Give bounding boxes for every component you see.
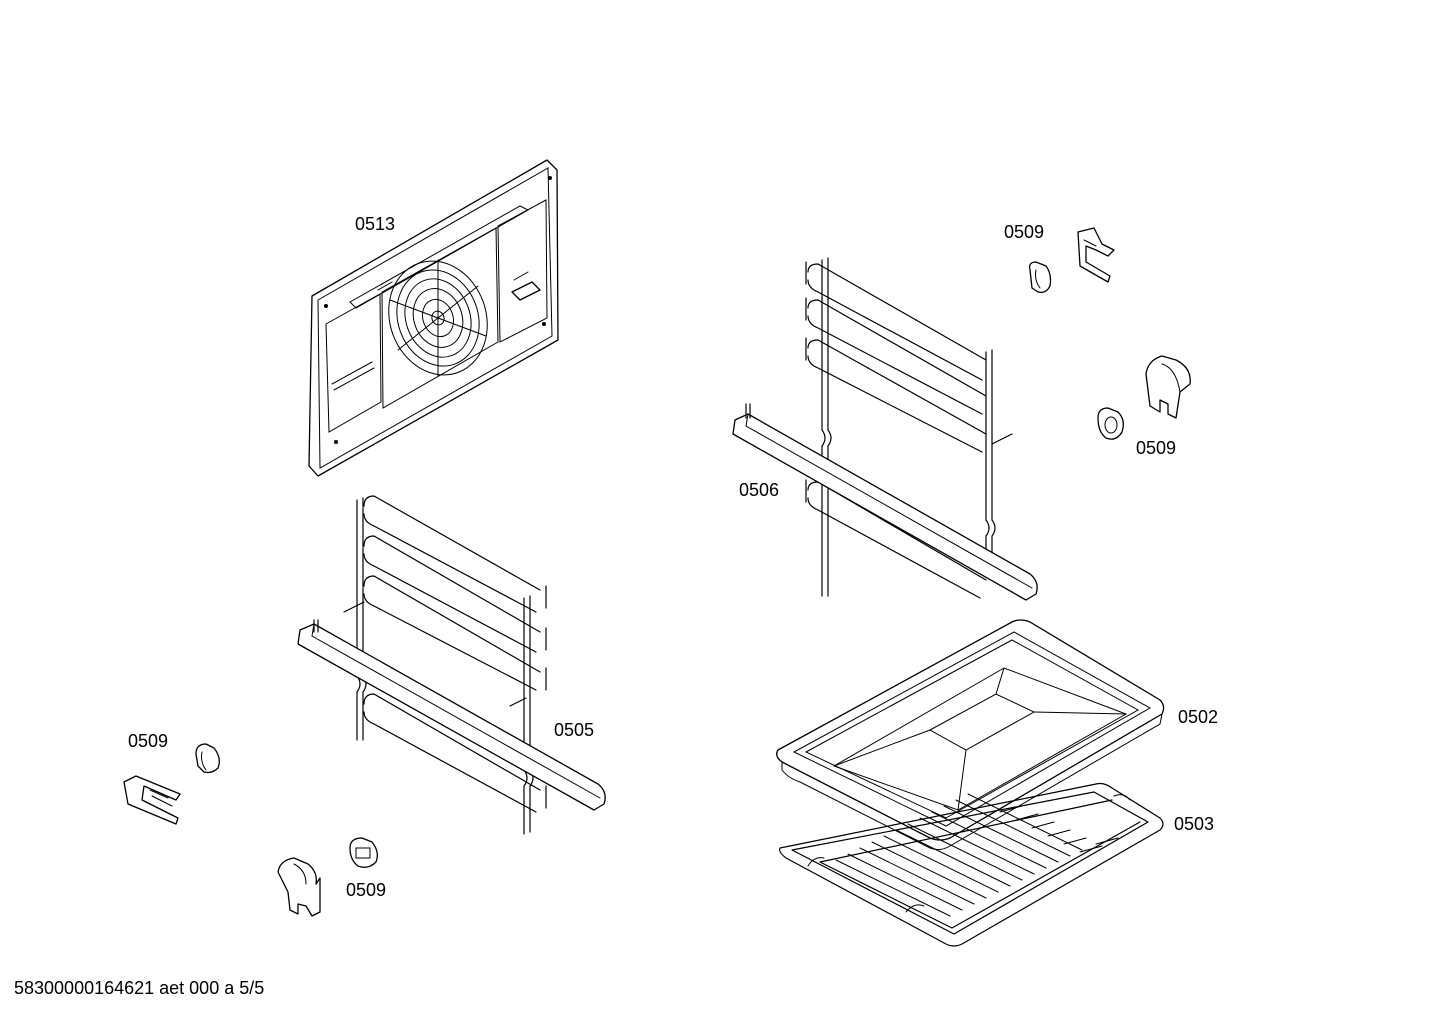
shelf-support-0505 [297,495,606,835]
clip-0509-bottom [277,837,378,917]
clip-0509-top [1028,227,1115,294]
label-0509-bottom: 0509 [346,880,386,900]
label-0505: 0505 [554,720,594,740]
label-0509-top: 0509 [1004,222,1044,242]
wire-rack-0503 [779,782,1164,947]
clip-0509-left [123,743,220,825]
shelf-support-0506 [732,257,1038,601]
clip-0509-right [1097,355,1191,440]
label-0509-left: 0509 [128,731,168,751]
baking-tray-0502 [776,619,1165,851]
rack-wires [835,793,1119,917]
label-0513: 0513 [355,214,395,234]
label-0502: 0502 [1178,707,1218,727]
label-0509-right: 0509 [1136,438,1176,458]
label-0503: 0503 [1174,814,1214,834]
back-panel-0513 [308,159,559,477]
drawing-id-footer: 58300000164621 aet 000 a 5/5 [14,978,265,998]
label-0506: 0506 [739,480,779,500]
